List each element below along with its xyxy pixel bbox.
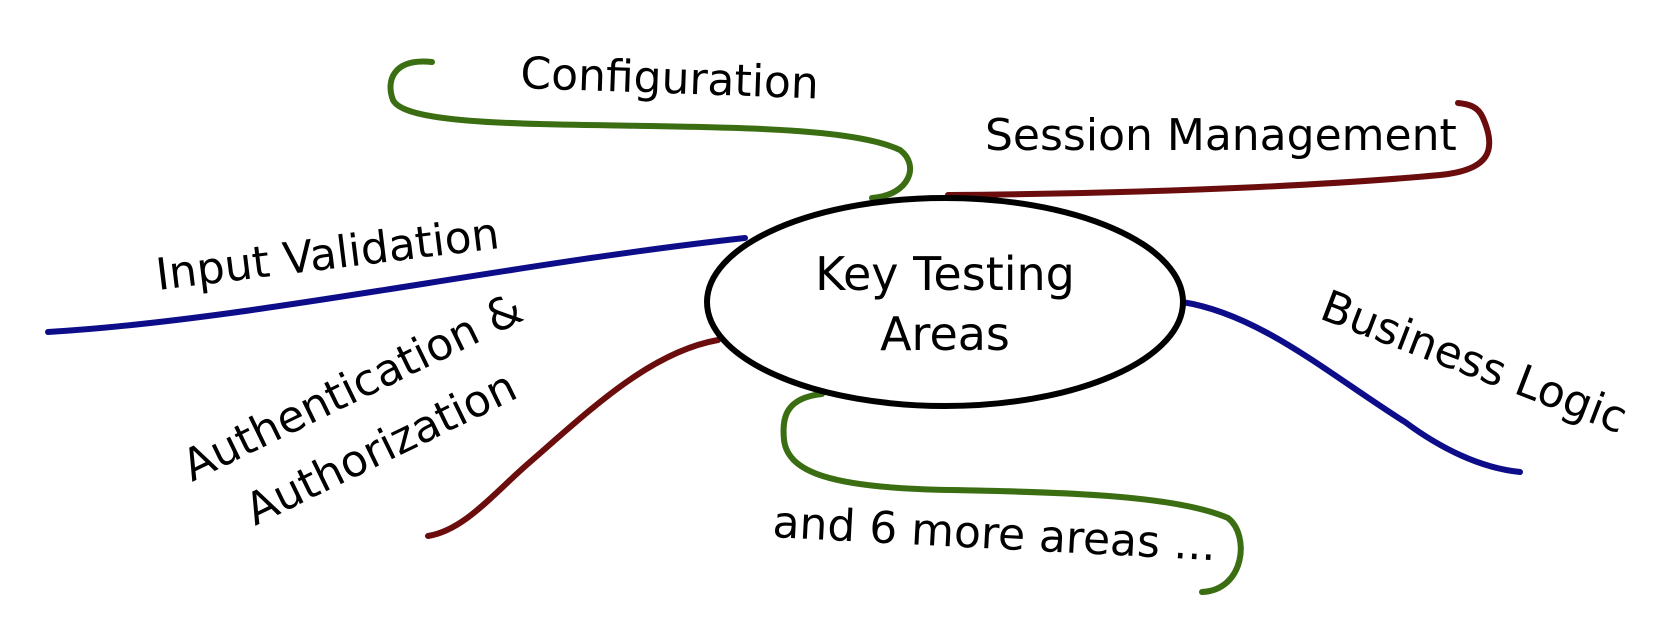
center-node-title-line1: Key Testing <box>815 247 1075 301</box>
branch-input-validation-line <box>45 235 748 335</box>
label-input-validation: Input Validation <box>153 208 502 301</box>
branch-authentication-line <box>425 337 721 539</box>
label-session-management: Session Management <box>985 110 1457 161</box>
branch-more-areas-line <box>780 391 1244 595</box>
branch-configuration-line <box>387 58 913 201</box>
branch-business-logic-line <box>1179 299 1523 475</box>
center-node-ellipse <box>704 195 1186 409</box>
label-business-logic: Business Logic <box>1314 281 1634 444</box>
center-node-title-line2: Areas <box>880 307 1010 361</box>
branch-session-management-line <box>945 100 1493 198</box>
label-more-areas: and 6 more areas ... <box>771 497 1217 571</box>
label-configuration: Configuration <box>520 48 820 109</box>
